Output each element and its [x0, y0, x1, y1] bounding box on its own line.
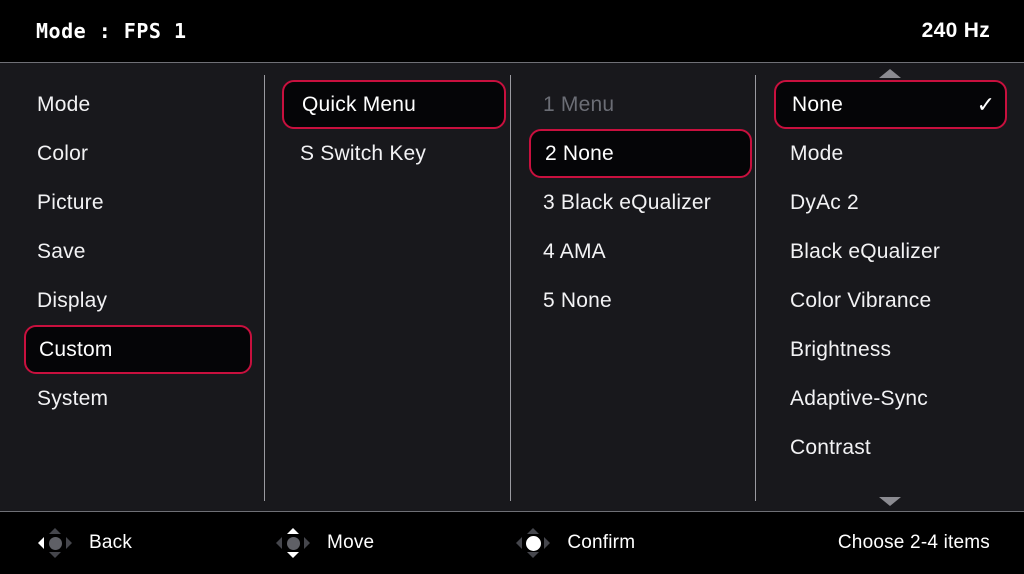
menu-item-label: Brightness [790, 337, 892, 361]
menu-column-quick-menu-slots: 1 Menu 2 None 3 Black eQualizer 4 AMA 5 … [511, 63, 756, 511]
dpad-updown-icon [276, 527, 311, 559]
menu-item-label: Color [37, 141, 89, 165]
header-mode-label: Mode : FPS 1 [36, 19, 187, 43]
menu-column-categories: Mode Color Picture Save Display Custom S… [0, 63, 265, 511]
menu-item-color[interactable]: Color [24, 129, 252, 178]
header-refresh-rate: 240 Hz [921, 19, 990, 42]
option-color-vibrance[interactable]: Color Vibrance [774, 276, 1007, 325]
hint-label: Move [327, 532, 375, 553]
menu-item-label: Custom [39, 337, 113, 361]
menu-item-mode[interactable]: Mode [24, 80, 252, 129]
menu-item-s-switch-key[interactable]: S Switch Key [282, 129, 506, 178]
menu-column-function-options: None ✓ Mode DyAc 2 Black eQualizer Color… [756, 63, 1024, 511]
hint-back[interactable]: Back [38, 527, 132, 559]
menu-item-label: 3 Black eQualizer [543, 190, 711, 214]
menu-item-custom[interactable]: Custom [24, 325, 252, 374]
check-icon: ✓ [976, 91, 995, 117]
menu-item-display[interactable]: Display [24, 276, 252, 325]
triangle-down-icon[interactable] [879, 497, 901, 506]
menu-item-picture[interactable]: Picture [24, 178, 252, 227]
quick-menu-slot-4[interactable]: 4 AMA [529, 227, 752, 276]
menu-item-system[interactable]: System [24, 374, 252, 423]
menu-item-label: Picture [37, 190, 104, 214]
menu-item-label: 4 AMA [543, 239, 606, 263]
menu-item-label: None [792, 92, 844, 116]
osd-body: Mode Color Picture Save Display Custom S… [0, 63, 1024, 512]
option-mode[interactable]: Mode [774, 129, 1007, 178]
menu-item-label: System [37, 386, 109, 410]
quick-menu-slot-1: 1 Menu [529, 80, 752, 129]
menu-column-custom: Quick Menu S Switch Key [265, 63, 511, 511]
column-divider-2 [510, 75, 511, 501]
menu-item-label: DyAc 2 [790, 190, 859, 214]
menu-item-label: Mode [37, 92, 91, 116]
option-black-equalizer[interactable]: Black eQualizer [774, 227, 1007, 276]
menu-item-label: S Switch Key [300, 141, 427, 165]
option-dyac-2[interactable]: DyAc 2 [774, 178, 1007, 227]
menu-item-quick-menu[interactable]: Quick Menu [282, 80, 506, 129]
osd-header: Mode : FPS 1 240 Hz [0, 0, 1024, 63]
menu-item-label: Display [37, 288, 108, 312]
quick-menu-slot-5[interactable]: 5 None [529, 276, 752, 325]
dpad-center-icon [516, 527, 551, 559]
quick-menu-slot-3[interactable]: 3 Black eQualizer [529, 178, 752, 227]
dpad-left-icon [38, 527, 72, 559]
menu-item-label: Quick Menu [302, 92, 417, 116]
menu-item-label: Contrast [790, 435, 871, 459]
option-none[interactable]: None ✓ [774, 80, 1007, 129]
hint-label: Confirm [567, 532, 636, 553]
column-divider-1 [264, 75, 265, 501]
menu-item-label: 5 None [543, 288, 612, 312]
triangle-up-icon[interactable] [879, 69, 901, 78]
menu-item-label: 2 None [545, 141, 614, 165]
hint-move[interactable]: Move [276, 527, 374, 559]
menu-item-label: Color Vibrance [790, 288, 932, 312]
osd-footer: Back Move Confirm Choose 2-4 items [0, 512, 1024, 574]
menu-item-label: Adaptive-Sync [790, 386, 929, 410]
menu-item-label: Black eQualizer [790, 239, 941, 263]
option-contrast[interactable]: Contrast [774, 423, 1007, 472]
quick-menu-slot-2[interactable]: 2 None [529, 129, 752, 178]
option-adaptive-sync[interactable]: Adaptive-Sync [774, 374, 1007, 423]
menu-item-label: Mode [790, 141, 844, 165]
menu-item-label: Save [37, 239, 86, 263]
hint-confirm[interactable]: Confirm [516, 527, 635, 559]
column-divider-3 [755, 75, 756, 501]
footer-note: Choose 2-4 items [837, 532, 990, 553]
option-brightness[interactable]: Brightness [774, 325, 1007, 374]
menu-item-save[interactable]: Save [24, 227, 252, 276]
hint-label: Back [89, 532, 133, 553]
menu-item-label: 1 Menu [543, 92, 615, 116]
